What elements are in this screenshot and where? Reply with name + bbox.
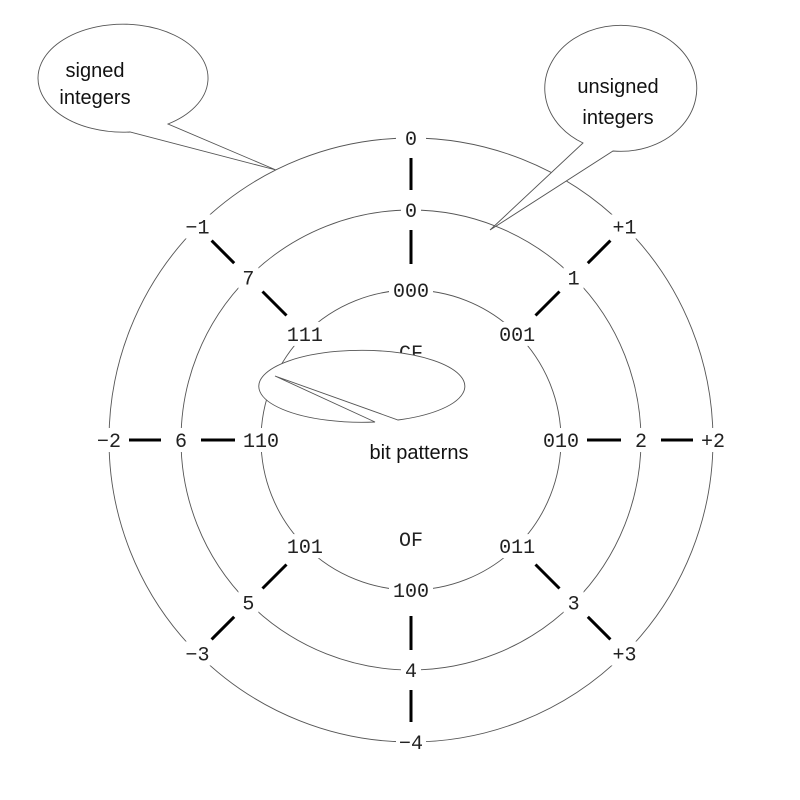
unsigned-label-0: 0	[405, 201, 417, 224]
signed-label-bg-6	[94, 428, 124, 452]
signed-label-bg-5	[182, 641, 213, 666]
unsigned-callout-line-1: unsigned	[577, 76, 658, 98]
signed-callout-line-2: integers	[59, 87, 130, 109]
unsigned-label-1: 1	[568, 268, 580, 291]
unsigned-callout-bubble	[489, 24, 698, 231]
bit-patterns-callout-text: bit patterns	[370, 442, 469, 464]
overflow-flag-label: OF	[399, 530, 423, 553]
spoke-outer-5	[210, 615, 236, 641]
bit-pattern-label-bg-7	[282, 321, 327, 346]
signed-label-bg-7	[182, 214, 213, 239]
bit-patterns-callout-bubble	[258, 349, 466, 423]
unsigned-label-7: 7	[242, 268, 254, 291]
bit-pattern-label-6: 110	[243, 431, 279, 454]
bit-pattern-label-bg-5	[282, 534, 327, 559]
bit-pattern-label-bg-2	[539, 428, 583, 452]
bit-pattern-label-3: 011	[499, 537, 535, 560]
bit-pattern-label-bg-4	[389, 578, 433, 602]
unsigned-label-4: 4	[405, 661, 417, 684]
signed-label-bg-4	[396, 730, 426, 754]
signed-label-bg-2	[698, 428, 728, 452]
bit-pattern-label-bg-1	[495, 321, 540, 346]
spoke-inner-1	[534, 290, 561, 317]
spokes	[129, 158, 693, 722]
signed-label-1: +1	[612, 218, 636, 241]
bit-pattern-label-1: 001	[499, 325, 535, 348]
bit-pattern-label-bg-0	[389, 278, 433, 302]
unsigned-callout-line-2: integers	[582, 107, 653, 129]
bit-pattern-label-2: 010	[543, 431, 579, 454]
bit-pattern-label-5: 101	[287, 537, 323, 560]
unsigned-label-bg-1	[563, 265, 584, 290]
signed-callout-bubble	[37, 23, 277, 171]
spoke-inner-5	[261, 563, 288, 590]
bit-pattern-label-4: 100	[393, 581, 429, 604]
signed-label-bg-3	[609, 641, 640, 666]
spoke-outer-7	[210, 239, 236, 265]
signed-callout-line-1: signed	[66, 60, 125, 82]
unsigned-label-bg-3	[563, 590, 584, 615]
unsigned-label-6: 6	[175, 431, 187, 454]
unsigned-label-3: 3	[568, 594, 580, 617]
signed-label-bg-1	[609, 214, 640, 239]
signed-label-6: −2	[97, 431, 121, 454]
spoke-inner-7	[261, 290, 288, 317]
bit-patterns-callout: bit patterns	[258, 349, 469, 464]
signed-label-2: +2	[701, 431, 725, 454]
signed-label-bg-0	[396, 126, 426, 150]
unsigned-label-2: 2	[635, 431, 647, 454]
unsigned-label-bg-5	[238, 590, 259, 615]
unsigned-label-bg-2	[631, 428, 651, 452]
signed-label-0: 0	[405, 129, 417, 152]
spoke-outer-3	[586, 615, 612, 641]
signed-label-3: +3	[612, 645, 636, 668]
signed-integers-callout: signed integers	[37, 23, 277, 171]
bit-pattern-label-7: 111	[287, 325, 323, 348]
signed-label-4: −4	[399, 733, 423, 756]
unsigned-label-bg-6	[171, 428, 191, 452]
unsigned-label-bg-7	[238, 265, 259, 290]
bit-pattern-label-bg-3	[495, 534, 540, 559]
signed-label-7: −1	[185, 218, 209, 241]
unsigned-label-5: 5	[242, 594, 254, 617]
signed-label-5: −3	[185, 645, 209, 668]
spoke-outer-1	[586, 239, 612, 265]
unsigned-label-bg-4	[401, 658, 421, 682]
unsigned-label-bg-0	[401, 198, 421, 222]
bit-pattern-label-bg-6	[239, 428, 283, 452]
bit-pattern-label-0: 000	[393, 281, 429, 304]
unsigned-integers-callout: unsigned integers	[489, 24, 698, 231]
spoke-inner-3	[534, 563, 561, 590]
